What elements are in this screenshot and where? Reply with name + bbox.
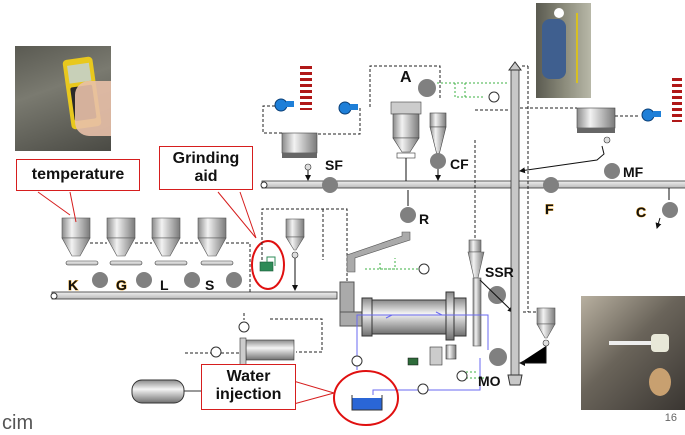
mill-drive-motor (407, 344, 457, 366)
page-number: 16 (664, 412, 677, 424)
bag-filter-mf (519, 107, 620, 193)
callout-temperature-text: temperature (31, 166, 125, 183)
sample-points-feed (92, 272, 242, 288)
label-f: F (545, 201, 554, 217)
grinding-aid-tank (251, 240, 285, 290)
callout-water-line1: Water (226, 368, 271, 385)
fan-3 (641, 108, 661, 122)
bag-filter-sf (281, 132, 338, 193)
water-tank (333, 355, 429, 426)
hopper-g (106, 217, 143, 266)
stack-2 (672, 77, 682, 122)
label-k: K (68, 277, 78, 293)
hopper-k (61, 217, 99, 266)
cyclone (429, 112, 447, 181)
label-mf: MF (623, 164, 644, 180)
callout-temperature: temperature (16, 159, 140, 191)
callout-grinding-aid-line2: aid (194, 168, 218, 186)
sample-point-c (662, 202, 678, 218)
label-mo: MO (478, 373, 501, 389)
hopper-l (151, 217, 188, 266)
hopper-s (197, 217, 234, 266)
ball-mill (339, 281, 467, 341)
label-c: C (636, 204, 646, 220)
callout-grinding-aid-line1: Grinding (172, 150, 240, 167)
callout-water-injection: Water injection (201, 364, 296, 410)
callout-grinding-aid: Grinding aid (159, 146, 253, 190)
label-a: A (400, 69, 412, 86)
stack-1 (300, 65, 312, 110)
label-l: L (160, 277, 169, 293)
bucket-elevator (507, 61, 529, 386)
label-s: S (205, 277, 214, 293)
label-ssr: SSR (485, 264, 514, 280)
label-cf: CF (450, 156, 469, 172)
footer-logo: cim (2, 412, 34, 434)
label-sf: SF (325, 157, 343, 173)
reject-chute (346, 190, 430, 275)
fan-2 (338, 101, 358, 115)
air-compressor (210, 321, 295, 367)
fan-1 (274, 98, 294, 112)
label-g: G (116, 277, 127, 293)
label-r: R (419, 211, 429, 227)
worker-sampling-mill-photo (581, 296, 685, 410)
water-storage-tank (131, 379, 205, 404)
main-feed-belt (50, 291, 338, 300)
product-silo (519, 307, 556, 366)
separator (467, 140, 514, 347)
separator-filter (390, 79, 436, 181)
sample-point-mo (489, 348, 507, 366)
worker-sampling-photo (536, 3, 591, 98)
callout-water-line2: injection (215, 386, 282, 404)
thermometer-photo (15, 46, 111, 151)
water-lines (356, 311, 489, 395)
hand (75, 81, 111, 136)
small-silo (285, 218, 305, 291)
